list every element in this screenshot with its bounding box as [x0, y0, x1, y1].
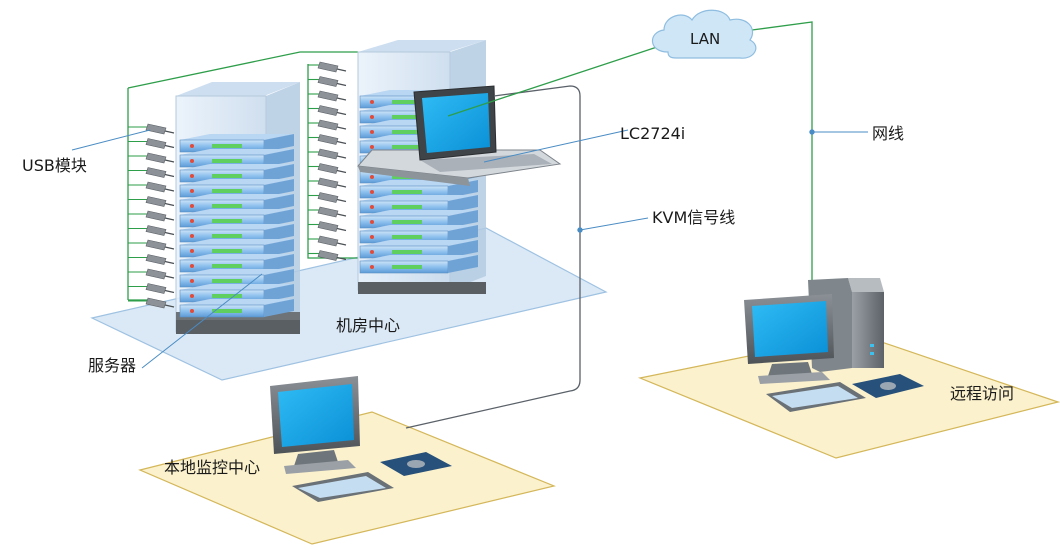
callout-lines: [71, 129, 868, 369]
usb-module-label: USB模块: [22, 156, 87, 175]
usb-module-icon: [308, 235, 347, 247]
usb-module-icon: [128, 283, 175, 294]
usb-module-icon: [308, 221, 347, 232]
remote-pc: [744, 278, 924, 412]
usb-module-icon: [308, 76, 347, 87]
server-unit: [179, 299, 294, 318]
usb-module-icon: [128, 138, 175, 149]
usb-module-icon: [128, 297, 175, 309]
cloud-icon: [651, 9, 757, 59]
usb-module-icon: [128, 123, 175, 135]
mousepad-icon: [852, 374, 924, 398]
server-unit: [179, 254, 294, 273]
usb-module-icon: [308, 206, 347, 218]
usb-module-icon: [308, 192, 347, 203]
usb-module-icon: [308, 177, 347, 189]
kvm-model-label: LC2724i: [620, 124, 686, 143]
usb-module-icon: [128, 210, 175, 222]
server-unit: [359, 255, 478, 274]
remote-access-label: 远程访问: [950, 384, 1015, 403]
usb-module-column-left: [128, 123, 175, 309]
machine-room-label: 机房中心: [336, 316, 401, 335]
usb-module-icon: [128, 181, 175, 193]
server-units-left: [179, 134, 294, 318]
server-label: 服务器: [88, 356, 137, 375]
kvm-cable-label: KVM信号线: [652, 208, 736, 227]
usb-module-icon: [308, 61, 347, 73]
local-center-label: 本地监控中心: [164, 458, 261, 477]
mousepad-icon-local: [380, 452, 452, 476]
usb-module-icon: [128, 196, 175, 207]
usb-module-icon: [308, 119, 347, 131]
usb-module-icon: [128, 239, 175, 251]
usb-module-icon: [128, 167, 175, 178]
network-cable-label: 网线: [872, 124, 905, 143]
machine-room-platform: [90, 227, 608, 381]
usb-module-icon: [128, 268, 175, 280]
monitor-icon-local: [270, 376, 360, 474]
usb-module-icon: [128, 152, 175, 164]
laptop-icon: [356, 85, 562, 186]
usb-module-column-middle: [308, 61, 347, 261]
keyboard-icon-local: [292, 472, 394, 502]
usb-module-icon: [308, 105, 347, 116]
usb-module-icon: [128, 254, 175, 265]
monitor-icon: [744, 294, 834, 384]
kvm-signal-cable: [405, 85, 581, 429]
usb-module-icon: [308, 163, 347, 174]
lan-label: LAN: [690, 30, 721, 48]
server-unit: [359, 195, 478, 214]
lan-cable: [447, 21, 813, 280]
usb-module-icon: [308, 148, 347, 160]
keyboard-icon: [766, 382, 866, 412]
usb-module-icon: [128, 225, 175, 236]
usb-module-icon: [308, 134, 347, 145]
usb-module-icon: [308, 90, 347, 102]
local-pc: [270, 376, 452, 502]
usb-module-icon: [308, 250, 347, 261]
